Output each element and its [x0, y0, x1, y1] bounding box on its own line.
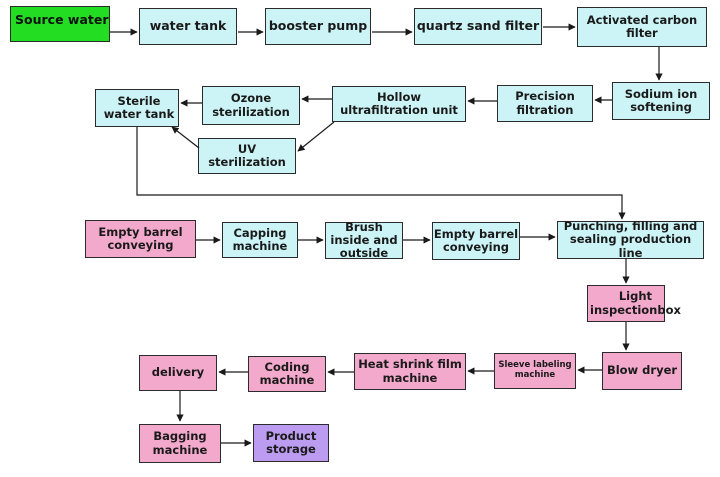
node-activated-carbon-filter: Activated carbon filter — [577, 7, 707, 47]
node-coding-machine: Coding machine — [248, 356, 326, 392]
arrow-sterile-to-punching — [136, 127, 626, 220]
node-delivery: delivery — [139, 355, 217, 391]
node-sodium-ion-softening: Sodium ion softening — [612, 82, 710, 120]
node-uv-sterilization: UV sterilization — [198, 138, 296, 174]
node-water-tank: water tank — [139, 8, 237, 45]
node-bagging-machine: Bagging machine — [139, 424, 221, 463]
node-empty-barrel-conveying-2: Empty barrel conveying — [432, 222, 520, 260]
node-precision-filtration: Precision filtration — [497, 85, 593, 122]
node-heat-shrink-film-machine: Heat shrink film machine — [354, 353, 466, 390]
node-blow-dryer: Blow dryer — [602, 352, 682, 390]
node-source-water: Source water — [10, 6, 110, 42]
node-hollow-ultrafiltration-unit: Hollow ultrafiltration unit — [332, 86, 466, 122]
node-capping-machine: Capping machine — [222, 222, 298, 258]
node-sterile-water-tank: Sterile water tank — [95, 89, 179, 127]
node-punching-filling-sealing: Punching, filling and sealing production… — [557, 220, 704, 259]
arrow-hollow-to-uv — [297, 121, 335, 152]
node-quartz-sand-filter: quartz sand filter — [414, 8, 542, 45]
node-light-inspection-box: Light inspectionbox — [587, 285, 681, 322]
node-product-storage: Product storage — [253, 424, 329, 462]
node-ozone-sterilization: Ozone sterilization — [202, 86, 300, 125]
node-sleeve-labeling-machine: Sleeve labeling machine — [494, 353, 576, 389]
node-empty-barrel-conveying-1: Empty barrel conveying — [85, 220, 196, 258]
node-brush-inside-outside: Brush inside and outside — [325, 220, 403, 260]
node-booster-pump: booster pump — [265, 8, 371, 45]
arrow-uv-to-sterile — [171, 126, 200, 149]
